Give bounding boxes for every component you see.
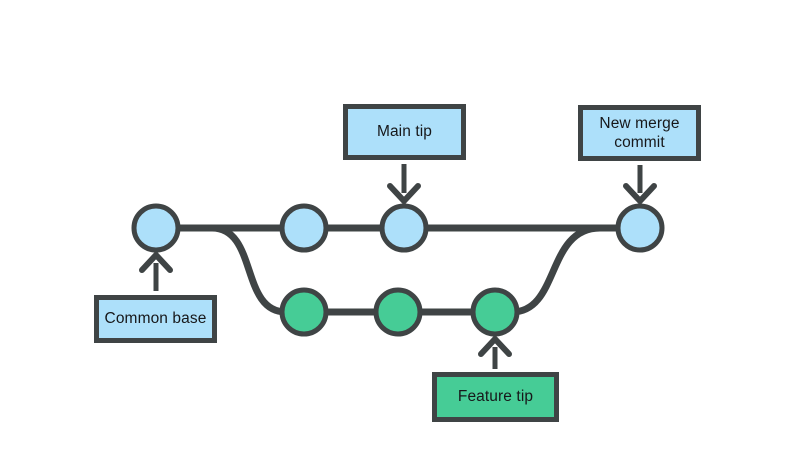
label-text-new-merge-commit-line1: New merge <box>599 114 680 132</box>
arrow-new-merge-commit-icon <box>623 165 657 204</box>
label-box-feature-tip[interactable]: Feature tip <box>432 372 559 422</box>
commit-node-feature-tip[interactable] <box>470 287 520 337</box>
label-box-main-tip[interactable]: Main tip <box>343 104 466 160</box>
commit-node-feature-1[interactable] <box>279 287 329 337</box>
arrow-feature-tip-icon <box>478 336 512 369</box>
label-text-main-tip: Main tip <box>376 123 433 141</box>
commit-node-main-1[interactable] <box>279 203 329 253</box>
commit-node-feature-2[interactable] <box>373 287 423 337</box>
label-text-feature-tip: Feature tip <box>457 388 534 406</box>
arrow-main-tip-icon <box>387 164 421 204</box>
commit-node-common-base[interactable] <box>131 203 181 253</box>
edge-merge-curve <box>508 224 604 316</box>
label-box-new-merge-commit[interactable]: New merge commit <box>578 105 701 161</box>
label-text-common-base: Common base <box>104 310 207 328</box>
commit-node-main-tip[interactable] <box>379 203 429 253</box>
commit-node-new-merge-commit[interactable] <box>615 203 665 253</box>
label-text-new-merge-commit-line2: commit <box>614 134 665 151</box>
label-text-new-merge-commit: New merge commit <box>599 114 679 153</box>
arrow-common-base-icon <box>139 252 173 291</box>
edge-branch-off-curve <box>208 224 290 316</box>
label-box-common-base[interactable]: Common base <box>94 295 217 343</box>
